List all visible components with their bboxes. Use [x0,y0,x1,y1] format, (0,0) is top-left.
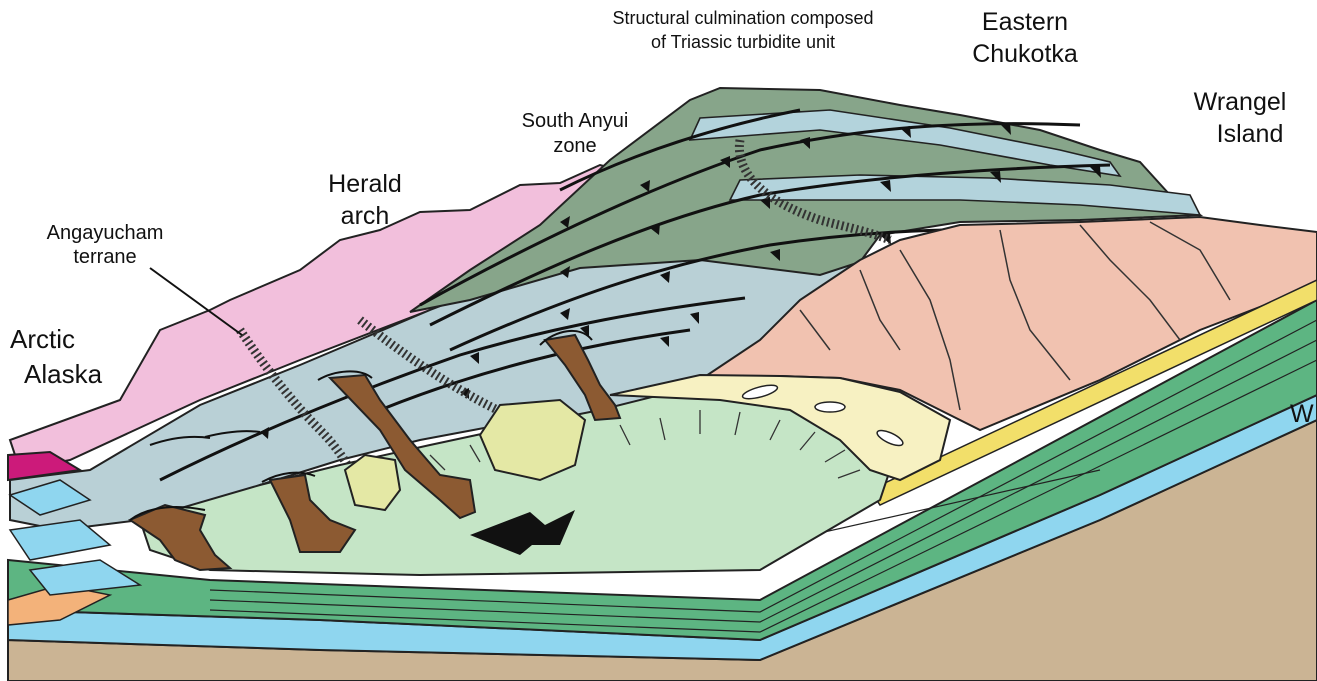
label-arctic-alaska-1: Arctic [10,325,120,354]
label-wrangel-island-1: Wrangel [1180,88,1300,116]
label-herald-arch-1: Herald [300,170,430,198]
label-structural-culmination-1: Structural culmination composed [548,8,938,28]
label-herald-arch-2: arch [300,202,430,230]
slump-block-small [345,455,400,510]
label-angayucham-2: terrane [15,246,195,268]
label-south-anyui-1: South Anyui [490,110,660,132]
label-angayucham-1: Angayucham [15,222,195,244]
label-wrangel-island-2: Island [1190,120,1310,148]
slump-block-large [480,400,585,480]
label-eastern-chukotka-1: Eastern [950,8,1100,36]
label-edge-letter: W [1290,400,1317,428]
label-south-anyui-2: zone [490,135,660,157]
label-arctic-alaska-2: Alaska [24,360,134,389]
label-eastern-chukotka-2: Chukotka [950,40,1100,68]
label-structural-culmination-2: of Triassic turbidite unit [548,32,938,52]
